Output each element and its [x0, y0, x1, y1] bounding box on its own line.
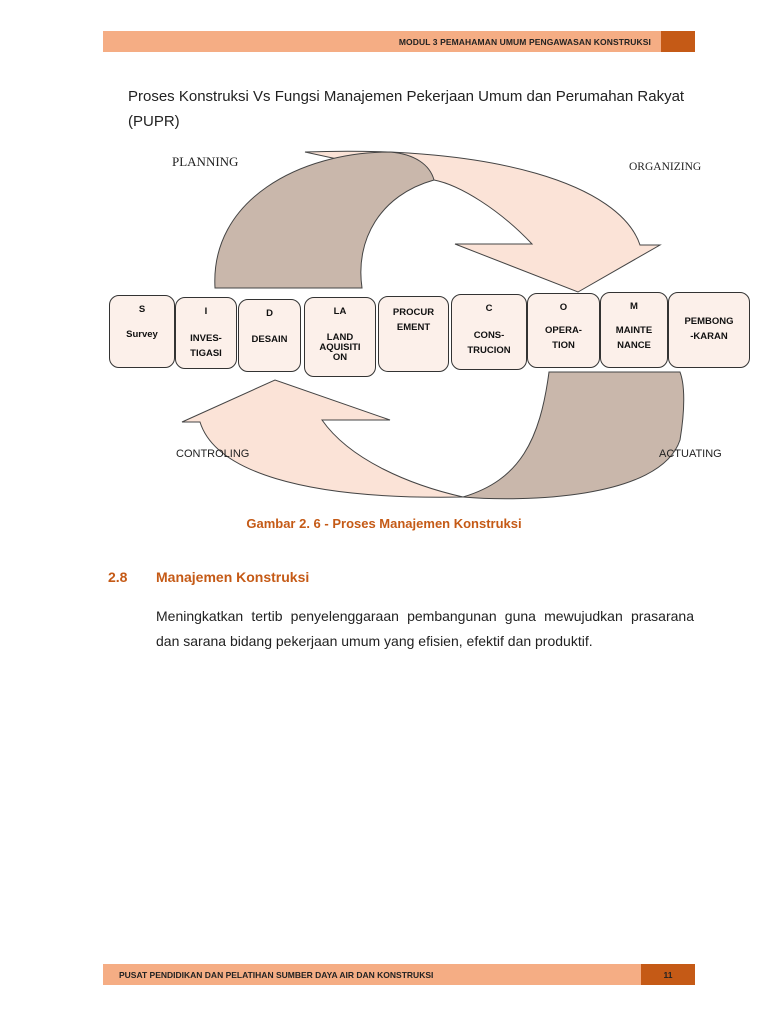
- step-box: C CONS- TRUCION: [451, 294, 527, 370]
- organizing-arrow: [304, 150, 662, 293]
- step-name: INVES- TIGASI: [190, 333, 222, 359]
- step-code: S: [138, 304, 146, 315]
- step-box: PROCUR EMENT: [378, 296, 449, 372]
- step-code: C: [485, 303, 493, 314]
- controling-arrow: [181, 379, 464, 498]
- cycle-arrows: [181, 150, 685, 500]
- process-diagram: PLANNING ORGANIZING CONTROLING ACTUATING…: [100, 140, 760, 510]
- step-box: LA LAND AQUISITI ON: [304, 297, 376, 377]
- step-name: CONS- TRUCION: [467, 330, 511, 356]
- step-name: PEMBONG -KARAN: [684, 316, 734, 342]
- step-name: MAINTE NANCE: [615, 325, 653, 351]
- step-code: LA: [333, 306, 347, 317]
- phase-planning: PLANNING: [172, 154, 239, 169]
- footer-text: PUSAT PENDIDIKAN DAN PELATIHAN SUMBER DA…: [103, 964, 641, 985]
- planning-arrow: [214, 151, 435, 289]
- intro-paragraph: Proses Konstruksi Vs Fungsi Manajemen Pe…: [128, 88, 685, 130]
- phase-actuating: ACTUATING: [659, 448, 722, 460]
- step-box: D DESAIN: [238, 299, 301, 372]
- step-box: O OPERA- TION: [527, 293, 600, 368]
- step-name: OPERA- TION: [545, 325, 582, 351]
- header-title: MODUL 3 PEMAHAMAN UMUM PENGAWASAN KONSTR…: [103, 31, 661, 52]
- step-name: LAND AQUISITI ON: [319, 332, 361, 363]
- step-box: S Survey: [109, 295, 175, 368]
- step-box: PEMBONG -KARAN: [668, 292, 750, 368]
- step-name: PROCUR EMENT: [392, 307, 435, 333]
- page-footer: PUSAT PENDIDIKAN DAN PELATIHAN SUMBER DA…: [103, 964, 695, 985]
- phase-controling: CONTROLING: [176, 448, 250, 460]
- step-code: M: [630, 301, 638, 312]
- actuating-arrow: [462, 371, 685, 500]
- step-name: Survey: [126, 329, 158, 340]
- section-heading: 2.8 Manajemen Konstruksi: [108, 569, 309, 585]
- section-number: 2.8: [108, 569, 128, 585]
- section-body: Meningkatkan tertib penyelenggaraan pemb…: [156, 608, 694, 649]
- step-code: I: [204, 306, 208, 317]
- page-header: MODUL 3 PEMAHAMAN UMUM PENGAWASAN KONSTR…: [103, 31, 695, 52]
- step-box: M MAINTE NANCE: [600, 292, 668, 368]
- step-name: DESAIN: [251, 334, 288, 345]
- figure-caption: Gambar 2. 6 - Proses Manajemen Konstruks…: [246, 516, 522, 531]
- step-box: I INVES- TIGASI: [175, 297, 237, 369]
- step-code: O: [559, 302, 568, 313]
- phase-organizing: ORGANIZING: [629, 161, 702, 173]
- section-title: Manajemen Konstruksi: [156, 569, 310, 585]
- page-number: 11: [641, 964, 695, 985]
- header-accent: [661, 31, 695, 52]
- step-code: D: [266, 308, 273, 319]
